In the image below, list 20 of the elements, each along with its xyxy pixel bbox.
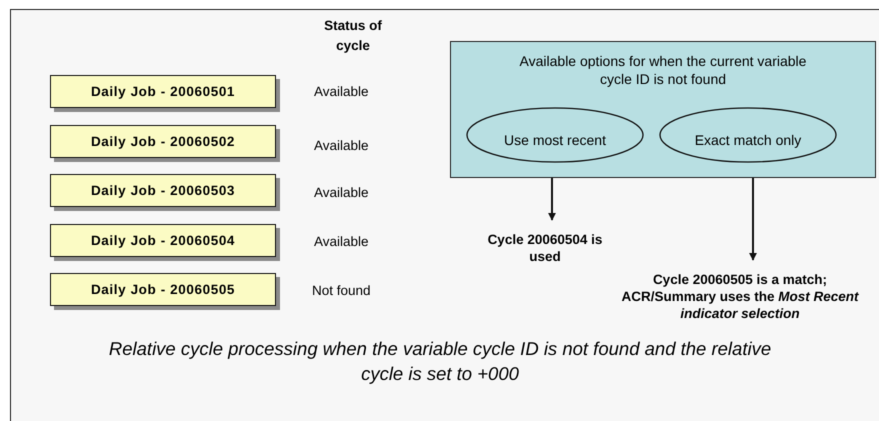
option-text: Use most recent — [503, 131, 607, 149]
result-text: Cycle 20060505 is a match; ACR/Summary uses the Most Recent indicator selection — [620, 270, 860, 322]
column-heading: Status of cycle — [323, 17, 383, 55]
panel-heading: Available options for when the current variable cycle ID is not found — [518, 52, 808, 88]
arrow — [548, 178, 556, 221]
job-label: Daily Job - 20060503 — [90, 183, 236, 198]
job-label: Daily Job - 20060505 — [90, 282, 236, 297]
job-label: Daily Job - 20060502 — [90, 134, 236, 149]
job-label: Daily Job - 20060501 — [90, 84, 236, 99]
status-text: Available — [314, 138, 369, 153]
options-panel — [450, 41, 876, 178]
option-text: Exact match only — [694, 131, 802, 149]
status-text: Available — [314, 84, 369, 99]
arrow — [749, 178, 757, 261]
caption: Relative cycle processing when the variable cycle ID is not found and the relative cycle is set to +000 — [108, 337, 772, 386]
job-label: Daily Job - 20060504 — [90, 233, 236, 248]
status-text: Available — [314, 185, 369, 200]
status-text: Available — [314, 234, 369, 249]
status-text: Not found — [312, 283, 371, 298]
result-text: Cycle 20060504 is used — [486, 231, 604, 265]
